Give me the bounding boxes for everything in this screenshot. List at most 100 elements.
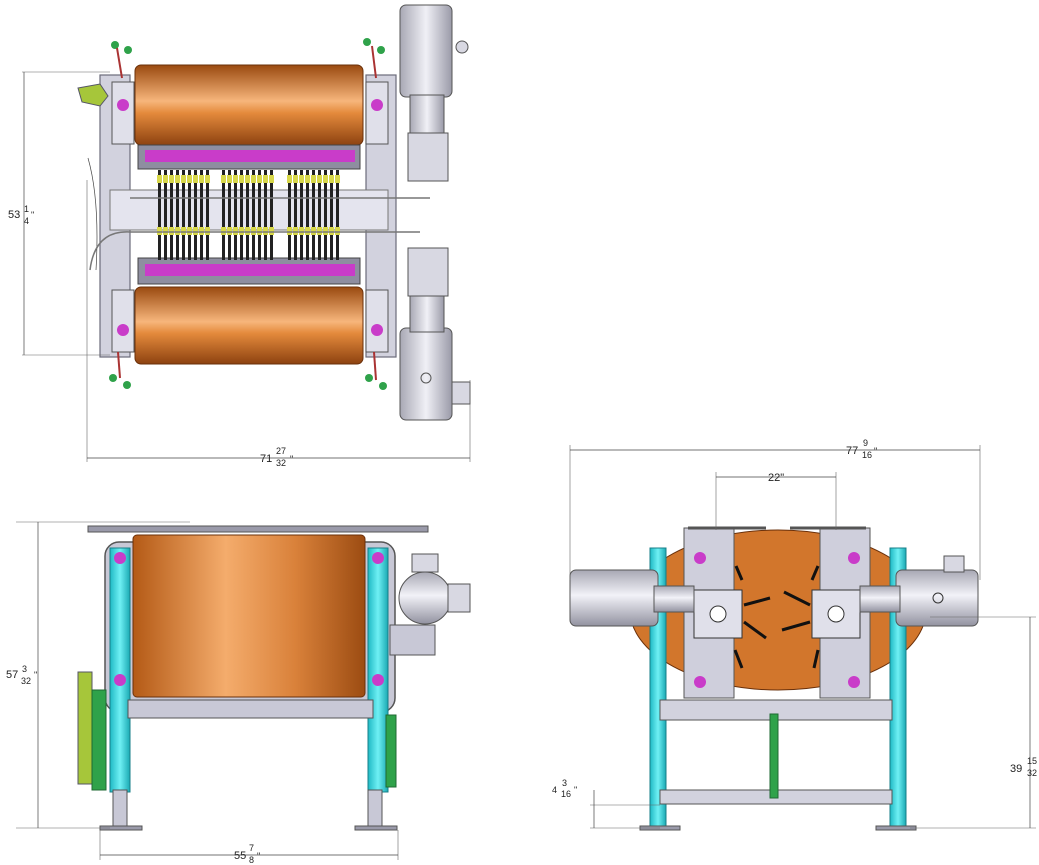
nozzle-bar xyxy=(264,222,267,260)
side-width-den: 8 xyxy=(249,855,254,865)
nozzle-tip xyxy=(221,227,226,235)
side-hand-lever xyxy=(77,671,93,785)
side-pivot-lr xyxy=(372,674,384,686)
nozzle-bar xyxy=(252,222,255,260)
end-leg-num: 3 xyxy=(562,778,567,788)
nozzle-bar xyxy=(182,170,185,222)
nozzle-tip xyxy=(305,227,310,235)
nozzle-bar xyxy=(176,222,179,260)
nozzle-bar xyxy=(222,170,225,222)
side-motor-conduit xyxy=(447,583,471,613)
end-right-motor xyxy=(895,569,979,627)
top-upper-motor-conduit xyxy=(455,40,469,54)
end-motor-height-whole: 39 xyxy=(1010,763,1022,775)
nozzle-bar xyxy=(324,222,327,260)
side-motor-bracket xyxy=(389,624,436,656)
end-width-whole: 77 xyxy=(846,445,858,457)
nozzle-bar xyxy=(270,222,273,260)
nozzle-tip xyxy=(329,227,334,235)
nozzle-tip xyxy=(187,227,192,235)
top-pivot-ul xyxy=(117,99,129,111)
top-bearing-ur xyxy=(365,81,389,145)
nozzle-tip xyxy=(163,227,168,235)
nozzle-tip xyxy=(269,175,274,183)
nozzle-tip xyxy=(323,227,328,235)
nozzle-bar xyxy=(240,222,243,260)
side-motor-junction-box xyxy=(411,553,439,573)
end-leg-whole: 4 xyxy=(552,785,557,795)
nozzle-bar xyxy=(206,222,209,260)
side-pivot-ll xyxy=(114,674,126,686)
nozzle-bar xyxy=(258,170,261,222)
end-motor-height-den: 32 xyxy=(1027,768,1037,778)
top-lower-magenta-strip xyxy=(145,264,355,276)
nozzle-bar xyxy=(336,222,339,260)
side-left-leg xyxy=(112,789,128,829)
top-handwheels xyxy=(109,38,387,390)
top-height-num: 1 xyxy=(24,204,29,214)
top-lower-motor-conduit xyxy=(451,381,471,405)
end-leg-den: 16 xyxy=(561,789,571,799)
nozzle-bar xyxy=(318,170,321,222)
top-width-den: 32 xyxy=(276,458,286,468)
nozzle-bar xyxy=(240,170,243,222)
nozzle-tip xyxy=(233,175,238,183)
side-motor xyxy=(398,571,452,625)
nozzle-tip xyxy=(257,227,262,235)
nozzle-bar xyxy=(170,170,173,222)
nozzle-bar xyxy=(206,170,209,222)
nozzle-bar xyxy=(264,170,267,222)
nozzle-bar xyxy=(158,222,161,260)
top-bearing-ul xyxy=(111,81,135,145)
top-nozzle-array xyxy=(157,170,340,260)
nozzle-bar xyxy=(234,170,237,222)
nozzle-bar xyxy=(200,170,203,222)
side-width-unit: " xyxy=(257,851,260,861)
side-height-unit: " xyxy=(34,670,37,680)
top-handle-lever xyxy=(77,83,109,107)
nozzle-tip xyxy=(299,227,304,235)
end-width-den: 16 xyxy=(862,450,872,460)
side-width-whole: 55 xyxy=(234,850,246,862)
nozzle-bar xyxy=(246,222,249,260)
end-width-num: 9 xyxy=(863,438,868,448)
top-view: 53 1 4 " 71 27 32 " xyxy=(8,4,471,468)
side-width-num: 7 xyxy=(249,843,254,853)
end-left-motor xyxy=(569,569,659,627)
nozzle-tip xyxy=(335,175,340,183)
nozzle-tip xyxy=(299,175,304,183)
nozzle-bar xyxy=(294,170,297,222)
end-width-unit: " xyxy=(874,446,877,456)
nozzle-tip xyxy=(263,227,268,235)
nozzle-tip xyxy=(317,227,322,235)
nozzle-tip xyxy=(187,175,192,183)
top-upper-drum xyxy=(134,64,364,146)
nozzle-bar xyxy=(170,222,173,260)
nozzle-tip xyxy=(199,175,204,183)
nozzle-tip xyxy=(245,227,250,235)
nozzle-bar xyxy=(234,222,237,260)
nozzle-bar xyxy=(246,170,249,222)
nozzle-tip xyxy=(245,175,250,183)
side-height-whole: 57 xyxy=(6,669,18,681)
side-drum xyxy=(132,534,366,698)
nozzle-tip xyxy=(269,227,274,235)
side-pivot-ur xyxy=(372,552,384,564)
nozzle-tip xyxy=(305,175,310,183)
top-pivot-ur xyxy=(371,99,383,111)
nozzle-bar xyxy=(294,222,297,260)
side-pivot-ul xyxy=(114,552,126,564)
nozzle-tip xyxy=(287,175,292,183)
nozzle-tip xyxy=(181,175,186,183)
nozzle-tip xyxy=(181,227,186,235)
nozzle-tip xyxy=(323,175,328,183)
nozzle-bar xyxy=(194,222,197,260)
nozzle-tip xyxy=(329,175,334,183)
nozzle-tip xyxy=(169,175,174,183)
nozzle-bar xyxy=(288,222,291,260)
nozzle-tip xyxy=(311,227,316,235)
top-left-hose xyxy=(87,157,98,271)
nozzle-bar xyxy=(300,222,303,260)
nozzle-tip xyxy=(221,175,226,183)
top-lower-gearbox xyxy=(409,291,445,333)
